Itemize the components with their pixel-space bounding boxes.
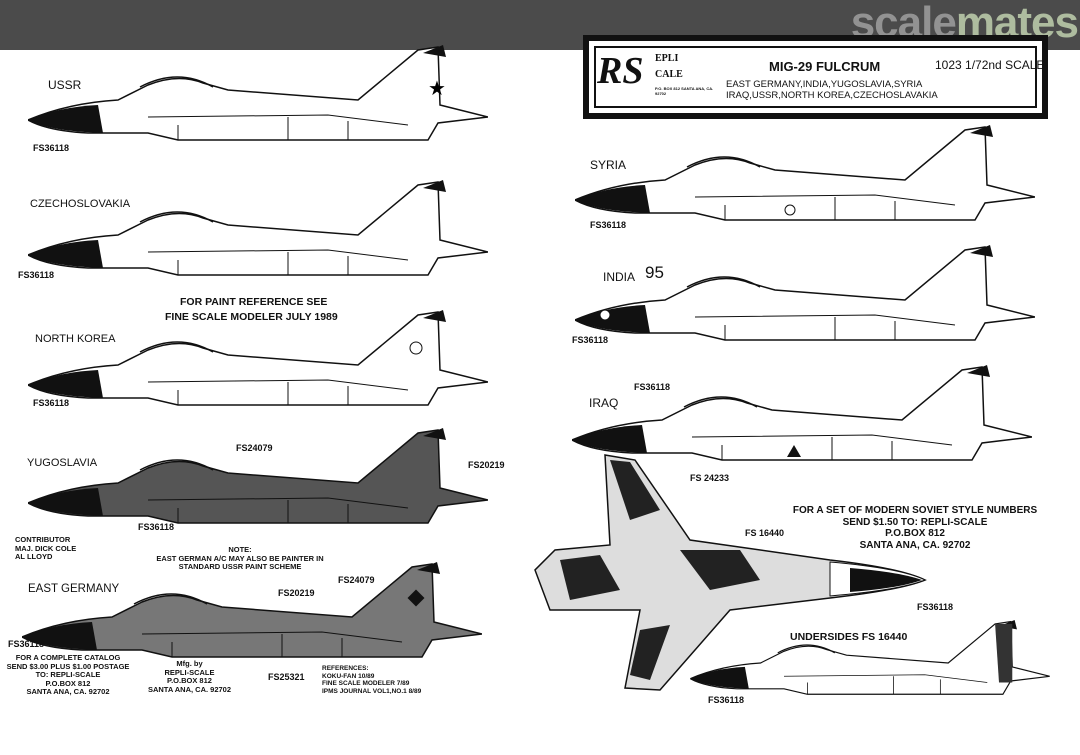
paint-code: FS20219 — [278, 588, 315, 598]
paint-code: FS25321 — [268, 672, 305, 682]
paint-code: FS36118 — [33, 398, 70, 408]
country-label: EAST GERMANY — [28, 583, 120, 595]
title-box: RS EPLI CALE P.O. BOX 812 SANTA ANA, CA.… — [583, 35, 1048, 119]
paint-code: FS24079 — [236, 443, 273, 453]
paint-reference: FOR PAINT REFERENCE SEE — [180, 296, 328, 308]
paint-code: FS20219 — [468, 460, 505, 470]
country-label: USSR — [48, 78, 82, 92]
paint-code: FS36118 — [917, 602, 954, 612]
ussr-aircraft-profile: ★ — [28, 45, 488, 155]
paint-code: FS36118 — [33, 143, 70, 153]
brand-logo: RS — [597, 50, 644, 92]
undersides-label: UNDERSIDES FS 16440 — [790, 631, 908, 643]
country-label: YUGOSLAVIA — [27, 457, 98, 469]
paint-code: FS36118 — [18, 270, 55, 280]
paint-code: FS36118 — [708, 695, 745, 705]
sheet-title: MIG-29 FULCRUM — [769, 59, 881, 74]
paint-reference: FINE SCALE MODELER JULY 1989 — [165, 311, 338, 323]
aircraft-number: 95 — [645, 263, 664, 282]
paint-code: FS36118 — [590, 220, 627, 230]
czech-aircraft-profile — [28, 180, 488, 290]
paint-code: FS36118 — [138, 522, 175, 532]
india-aircraft-profile — [575, 245, 1035, 355]
paint-code: FS36118 — [8, 639, 45, 649]
svg-text:★: ★ — [428, 78, 446, 100]
brand-address: P.O. BOX 812 SANTA ANA, CA. 92702 — [655, 86, 714, 96]
countries-line: IRAQ,USSR,NORTH KOREA,CZECHOSLAVAKIA — [726, 90, 938, 101]
north-korea-aircraft-profile — [28, 310, 488, 420]
country-label: NORTH KOREA — [35, 333, 116, 345]
paint-code: FS 16440 — [745, 528, 785, 538]
country-label: IRAQ — [589, 396, 619, 410]
note: NOTE:EAST GERMAN A/C MAY ALSO BE PAINTER… — [156, 545, 324, 571]
brand-repli: EPLI — [655, 53, 679, 64]
paint-code: FS36118 — [572, 335, 609, 345]
scalemates-logo[interactable]: scalemates — [851, 0, 1079, 48]
numbers-offer: FOR A SET OF MODERN SOVIET STYLE NUMBERS… — [792, 505, 1038, 551]
country-label: SYRIA — [590, 158, 627, 172]
site-header-bar: scalemates — [0, 0, 1080, 50]
east-germany-aircraft-profile — [22, 562, 482, 672]
brand-scale: CALE — [655, 69, 683, 80]
paint-code: FS24079 — [338, 575, 375, 585]
country-label: CZECHOSLOVAKIA — [30, 198, 131, 210]
iraq-aircraft-profile — [572, 365, 1032, 475]
paint-code: FS36118 — [634, 382, 671, 392]
underside-aircraft-profile — [690, 620, 1050, 706]
scale-label: 1023 1/72nd SCALE — [935, 58, 1045, 72]
top-view-camouflage-aircraft — [534, 454, 927, 691]
syria-aircraft-profile — [575, 125, 1035, 235]
country-label: INDIA — [603, 270, 636, 284]
countries-line: EAST GERMANY,INDIA,YUGOSLAVIA,SYRIA — [726, 79, 923, 90]
paint-code: FS 24233 — [690, 473, 730, 483]
